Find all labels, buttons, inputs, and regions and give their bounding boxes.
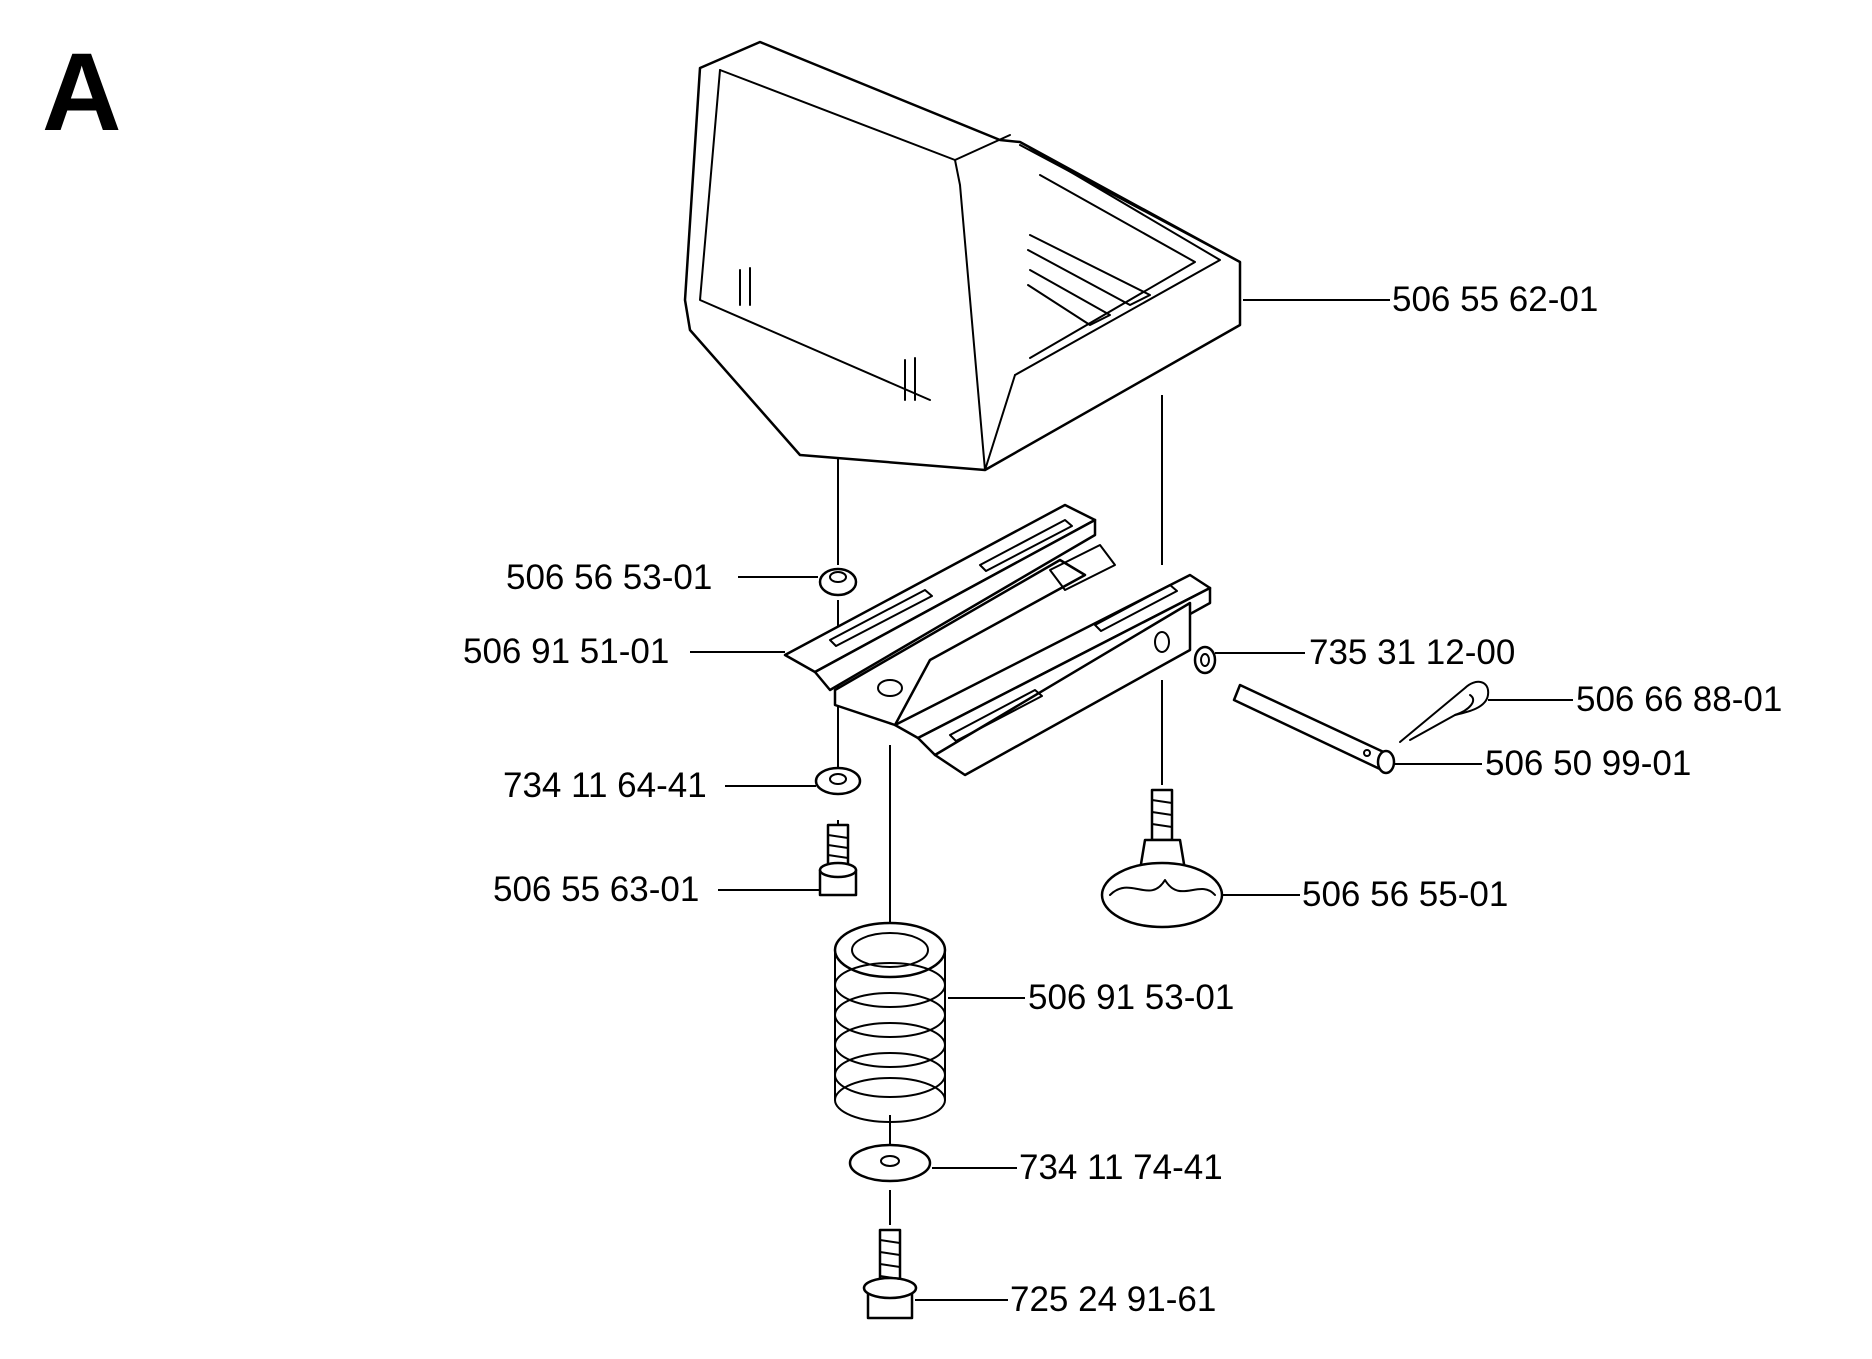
bracket-illustration <box>783 503 1212 777</box>
label-washer-small: 734 11 64-41 <box>503 766 707 805</box>
label-bolt-large: 725 24 91-61 <box>1010 1280 1216 1319</box>
label-pin: 506 50 99-01 <box>1485 744 1691 783</box>
small-bolt-illustration <box>818 823 858 897</box>
seat-illustration <box>683 40 1242 472</box>
label-washer-large: 734 11 74-41 <box>1019 1148 1223 1187</box>
label-seat: 506 55 62-01 <box>1392 280 1598 319</box>
hair-pin-illustration <box>1399 680 1490 743</box>
small-washer-illustration <box>814 766 862 796</box>
label-rubber-cap: 506 56 53-01 <box>506 558 712 597</box>
leader-lines <box>690 299 1573 1301</box>
label-bracket: 506 91 51-01 <box>463 632 669 671</box>
rubber-cap-illustration <box>818 567 858 597</box>
large-washer-illustration <box>848 1143 932 1183</box>
label-hair-pin: 506 66 88-01 <box>1576 680 1782 719</box>
spring-illustration <box>833 921 947 1123</box>
label-knob: 506 56 55-01 <box>1302 875 1508 914</box>
label-lock-washer: 735 31 12-00 <box>1309 633 1515 672</box>
large-bolt-illustration <box>862 1228 918 1320</box>
label-spring: 506 91 53-01 <box>1028 978 1234 1017</box>
label-bolt-small: 506 55 63-01 <box>493 870 699 909</box>
part-labels: 506 55 62-01 506 56 53-01 506 91 51-01 7… <box>463 280 1782 1319</box>
assembly-lines <box>837 385 1163 1225</box>
pin-illustration <box>1232 683 1396 775</box>
knob-illustration <box>1100 788 1224 929</box>
section-letter: A <box>42 31 121 154</box>
lock-washer-illustration <box>1193 645 1217 675</box>
